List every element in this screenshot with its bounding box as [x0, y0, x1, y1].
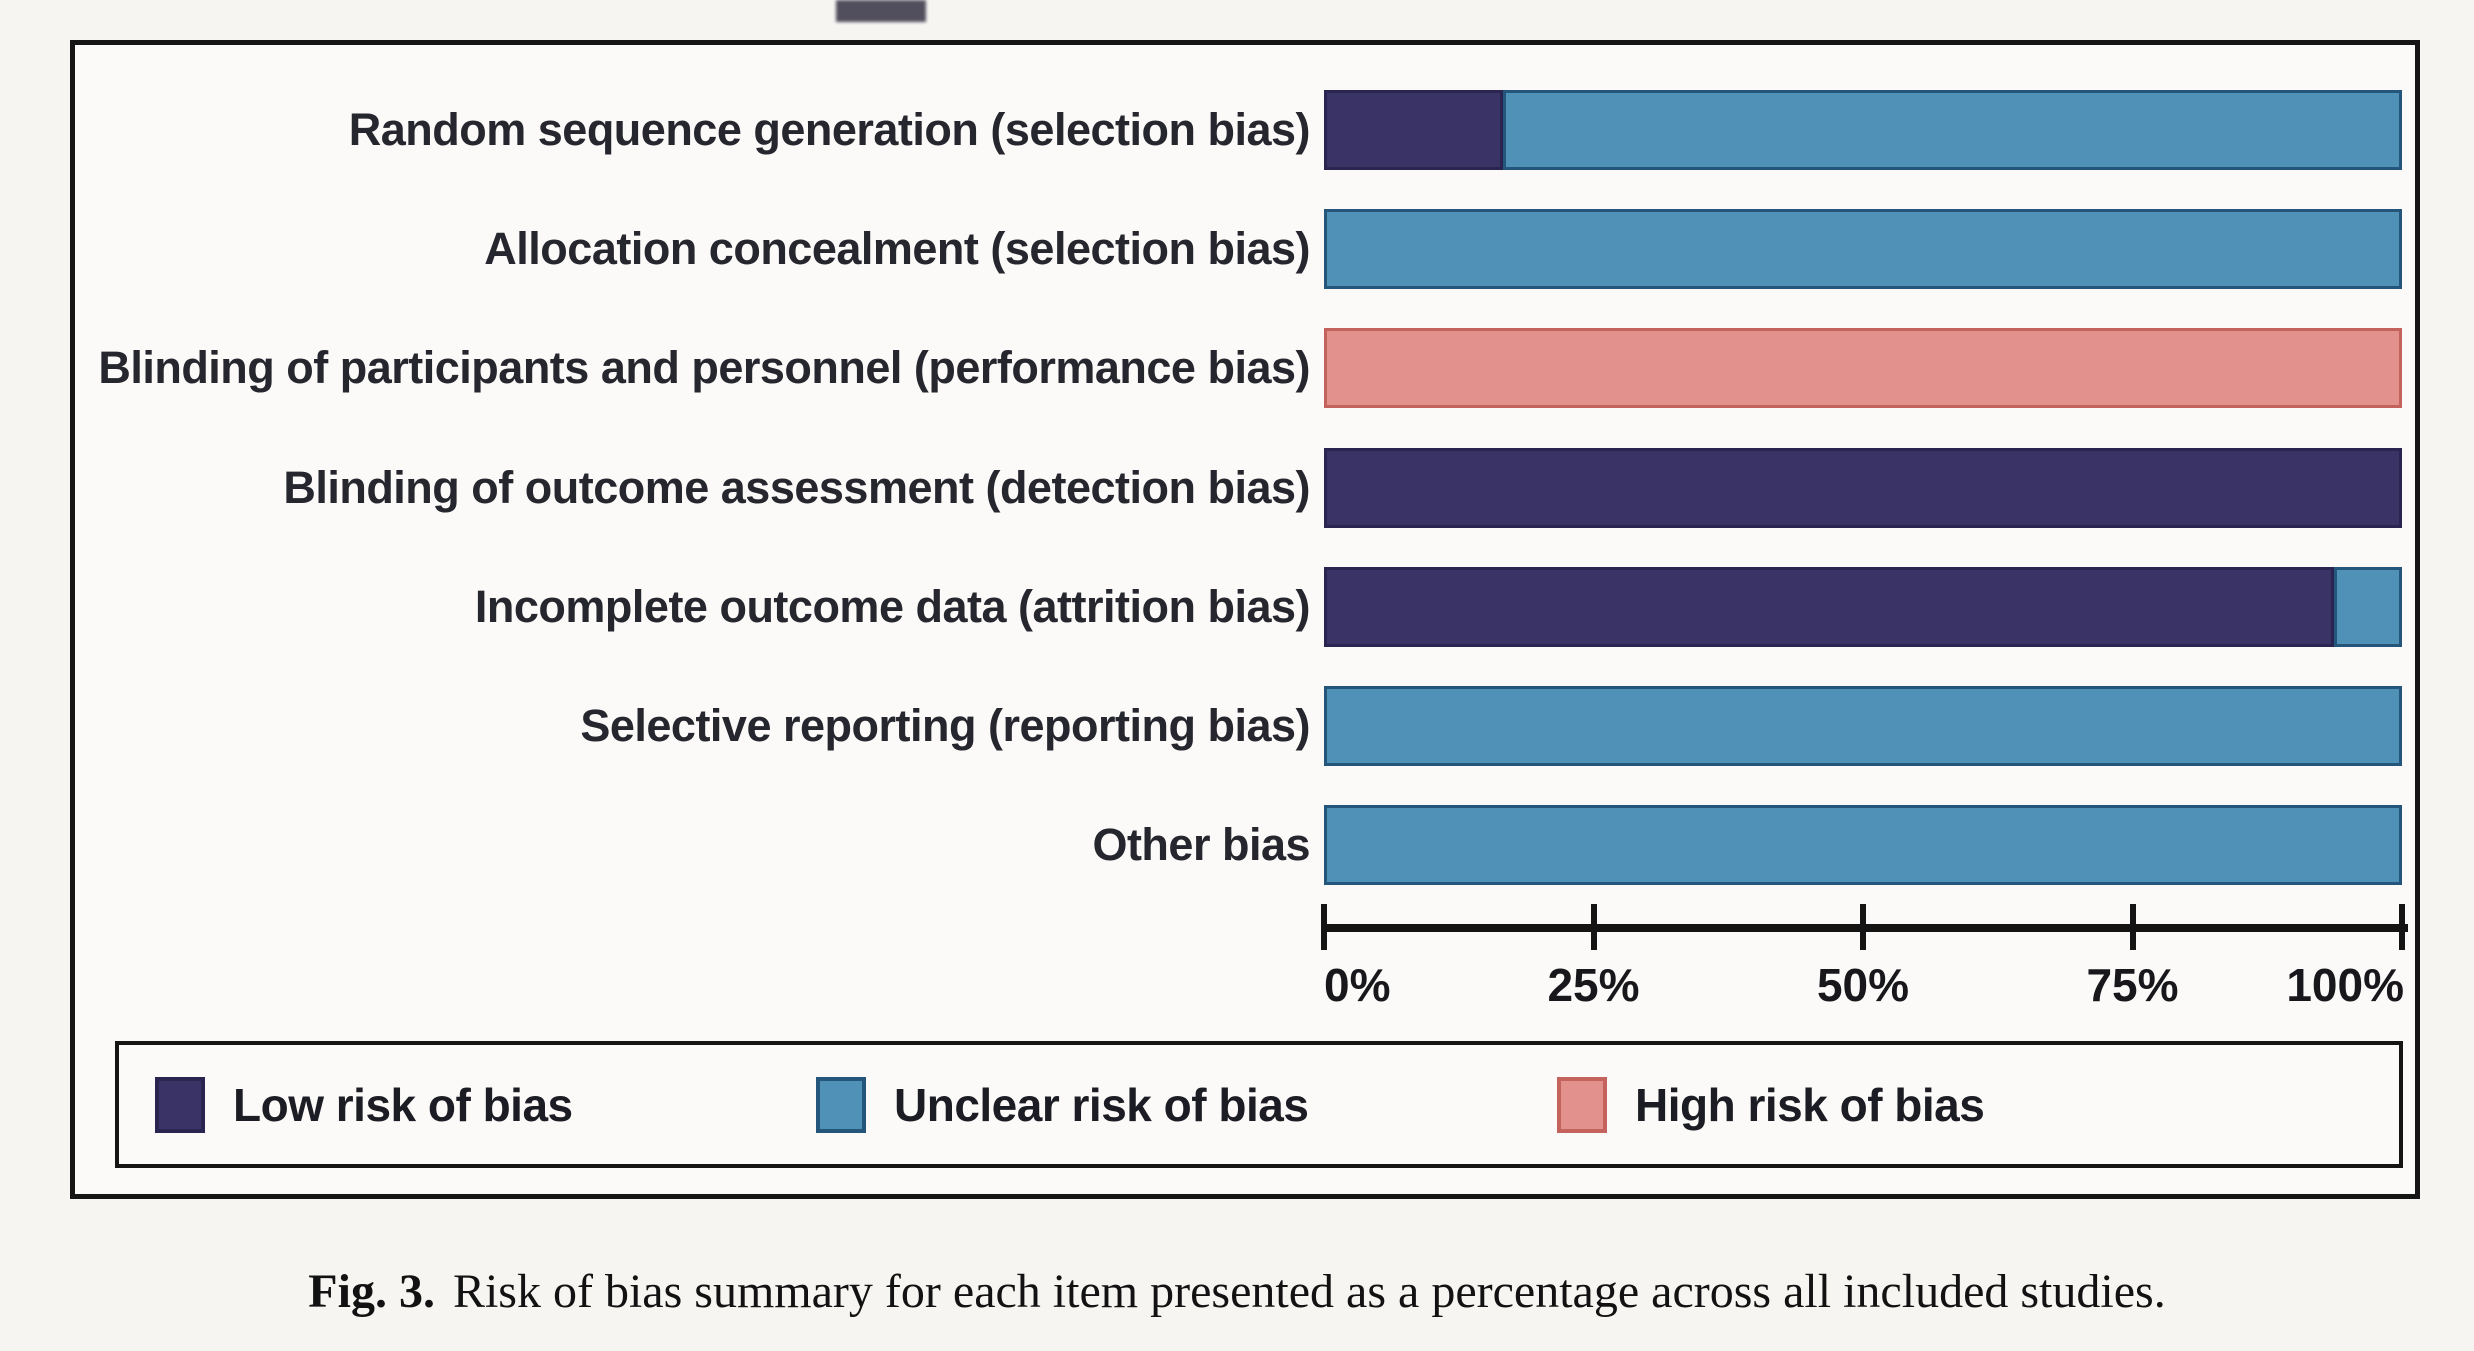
- unclear-risk-swatch-icon: [816, 1076, 866, 1133]
- bar-segment-low: [1324, 447, 2402, 528]
- bar-track: [1324, 209, 2402, 290]
- category-label: Blinding of outcome assessment (detectio…: [283, 461, 1310, 513]
- axis-tick: [1321, 904, 1327, 950]
- bar-track: [1324, 447, 2402, 528]
- legend-label: High risk of bias: [1635, 1078, 1985, 1131]
- bar-track: [1324, 90, 2402, 170]
- category-label: Other bias: [1092, 819, 1310, 871]
- legend-label: Low risk of bias: [233, 1078, 573, 1131]
- figure-caption-text: Risk of bias summary for each item prese…: [452, 1265, 2166, 1318]
- category-label: Incomplete outcome data (attrition bias): [474, 580, 1311, 632]
- figure-number: Fig. 3.: [308, 1265, 435, 1318]
- axis-tick: [1860, 904, 1866, 950]
- category-label: Selective reporting (reporting bias): [580, 700, 1310, 751]
- axis-tick-label: 50%: [1816, 959, 1910, 1011]
- chart-row: Selective reporting (reporting bias): [75, 686, 2415, 766]
- chart-row: Other bias: [75, 805, 2415, 886]
- bar-track: [1324, 328, 2402, 409]
- legend-entry-low: Low risk of bias: [155, 1045, 573, 1164]
- axis-tick: [2399, 904, 2405, 950]
- bar-segment-unclear: [1324, 805, 2402, 886]
- axis-tick-label: 75%: [2086, 959, 2179, 1011]
- bar-segment-low: [1324, 566, 2335, 647]
- risk-of-bias-figure: Random sequence generation (selection bi…: [70, 40, 2420, 1199]
- bar-segment-unclear: [1324, 686, 2402, 766]
- chart-row: Blinding of participants and personnel (…: [75, 328, 2415, 409]
- legend-entry-unclear: Unclear risk of bias: [816, 1045, 1309, 1164]
- bar-track: [1324, 566, 2402, 647]
- chart-row: Blinding of outcome assessment (detectio…: [75, 447, 2415, 528]
- legend: Low risk of bias Unclear risk of bias Hi…: [115, 1041, 2403, 1168]
- chart-row: Incomplete outcome data (attrition bias): [75, 566, 2415, 647]
- bar-track: [1324, 686, 2402, 766]
- chart-row: Random sequence generation (selection bi…: [75, 90, 2415, 170]
- category-label: Allocation concealment (selection bias): [484, 223, 1310, 275]
- category-label: Random sequence generation (selection bi…: [348, 104, 1311, 155]
- bar-segment-high: [1324, 328, 2402, 409]
- high-risk-swatch-icon: [1557, 1076, 1607, 1133]
- bar-segment-unclear: [2334, 566, 2402, 647]
- axis-tick: [1590, 904, 1597, 950]
- chart-rows: Random sequence generation (selection bi…: [75, 45, 2415, 1194]
- x-axis-line: [1324, 924, 2408, 932]
- legend-label: Unclear risk of bias: [894, 1078, 1309, 1131]
- figure-caption: Fig. 3. Risk of bias summary for each ite…: [0, 1264, 2474, 1319]
- chart-row: Allocation concealment (selection bias): [75, 209, 2415, 290]
- axis-tick-label: 25%: [1547, 959, 1640, 1011]
- bar-segment-unclear: [1502, 90, 2402, 170]
- low-risk-swatch-icon: [155, 1076, 205, 1133]
- scan-artifact: [836, 0, 926, 22]
- axis-tick-label: 0%: [1324, 959, 1391, 1011]
- bar-segment-low: [1324, 90, 1503, 170]
- axis-tick-label: 100%: [2286, 959, 2404, 1011]
- bar-segment-unclear: [1324, 209, 2402, 290]
- category-label: Blinding of participants and personnel (…: [98, 342, 1310, 394]
- axis-tick: [2129, 904, 2136, 950]
- bar-track: [1324, 805, 2402, 886]
- legend-entry-high: High risk of bias: [1557, 1045, 1985, 1164]
